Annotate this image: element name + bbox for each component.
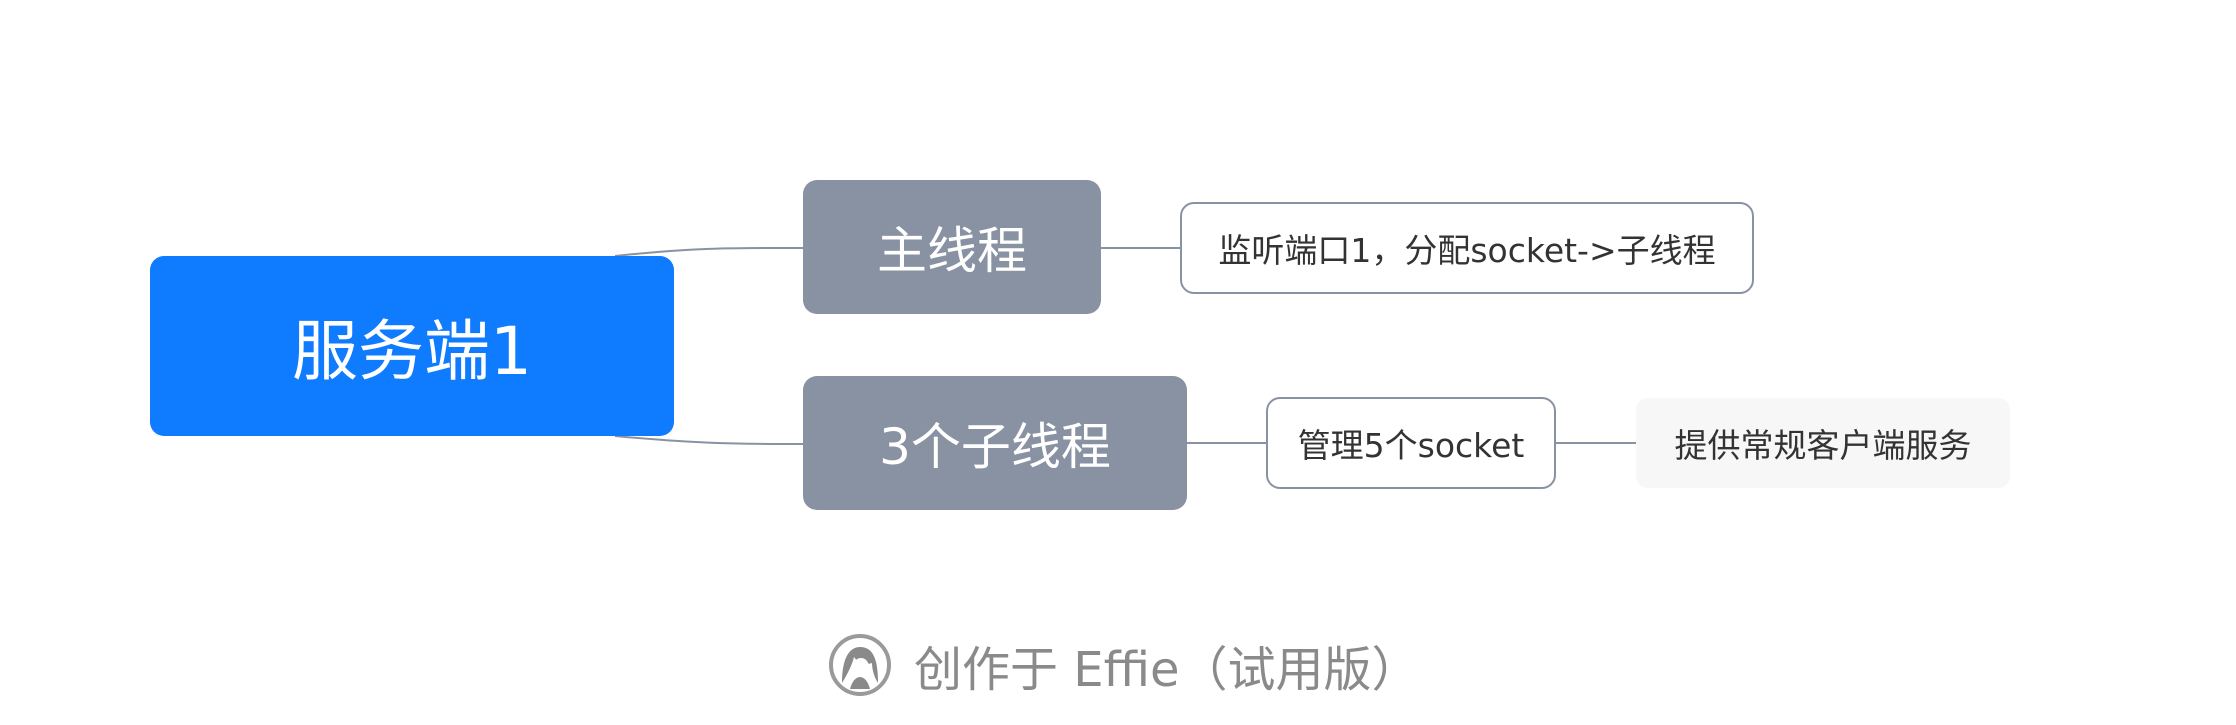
branch-node-sub-threads[interactable]: 3个子线程 <box>803 376 1187 510</box>
leaf-node-listen-port[interactable]: 监听端口1，分配socket->子线程 <box>1180 202 1754 294</box>
branch-node-label: 主线程 <box>877 222 1027 280</box>
effie-avatar-icon <box>829 634 891 696</box>
leaf-node-label: 管理5个socket <box>1297 426 1525 465</box>
branch-node-label: 3个子线程 <box>879 418 1111 476</box>
root-node[interactable]: 服务端1 <box>150 256 674 436</box>
watermark-text: 创作于 Effie（试用版） <box>914 642 1420 698</box>
leaf-node-label: 监听端口1，分配socket->子线程 <box>1218 231 1716 270</box>
leaf-node-label: 提供常规客户端服务 <box>1674 426 1972 465</box>
root-node-label: 服务端1 <box>292 313 532 390</box>
watermark: 创作于 Effie（试用版） <box>828 630 1420 700</box>
leaf-node-client-service[interactable]: 提供常规客户端服务 <box>1636 398 2010 488</box>
connector-root-to-main-thread <box>614 246 804 257</box>
connector-root-to-sub-threads <box>614 435 804 445</box>
branch-node-main-thread[interactable]: 主线程 <box>803 180 1101 314</box>
leaf-node-manage-sockets[interactable]: 管理5个socket <box>1266 397 1556 489</box>
